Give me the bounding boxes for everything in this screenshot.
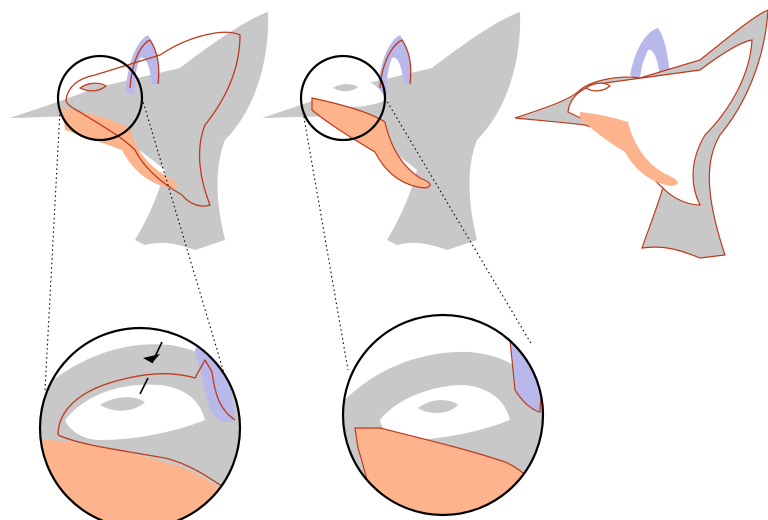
panel-offset-result <box>515 10 768 258</box>
panel-original-with-offset <box>10 12 268 250</box>
panel-original-without-offset <box>262 12 520 250</box>
guide-line-left <box>45 110 60 390</box>
guide-line-left-2 <box>303 112 348 370</box>
